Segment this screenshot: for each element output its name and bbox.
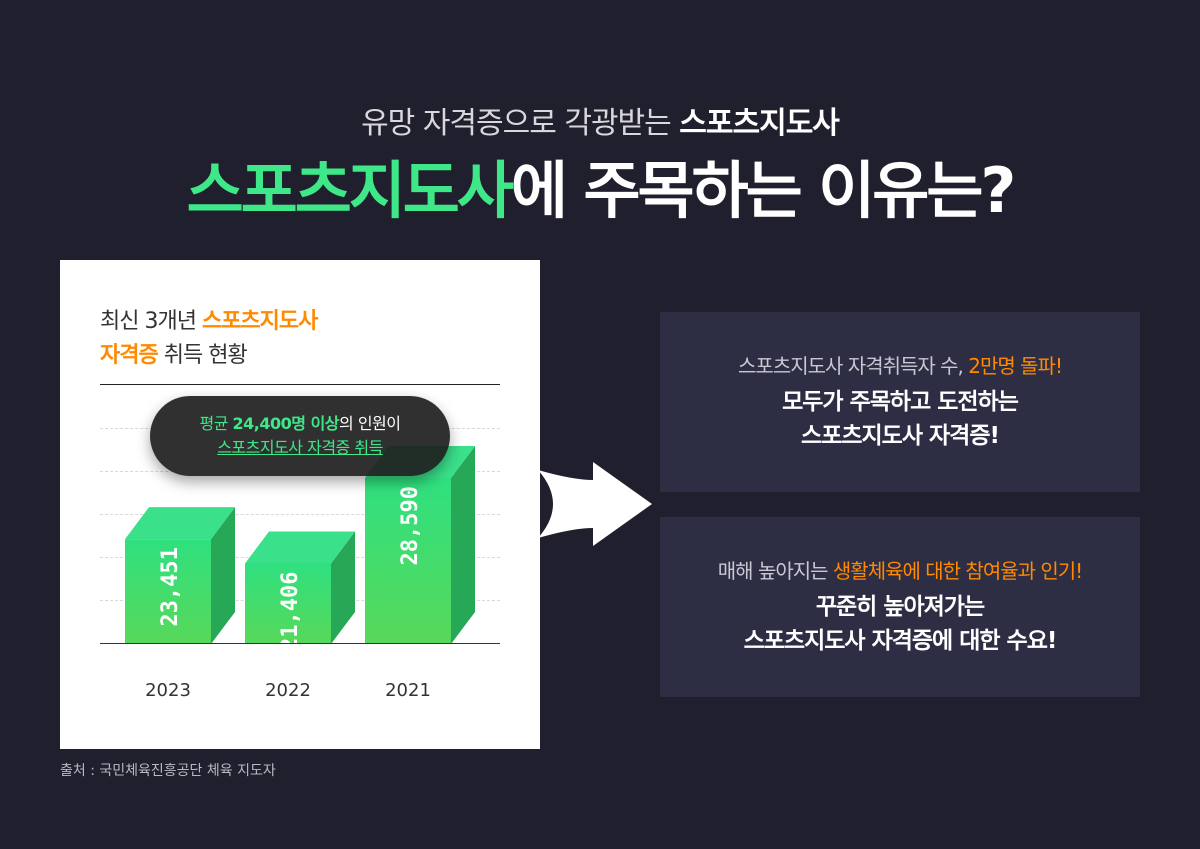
callout-text: 평균 bbox=[199, 414, 233, 433]
chart-card: 최신 3개년 스포츠지도사 자격증 취득 현황 23,451 21,406 28,5… bbox=[60, 260, 540, 749]
bar-value-label: 28,590 bbox=[398, 486, 423, 565]
gridline bbox=[100, 514, 500, 515]
subtitle: 유망 자격증으로 각광받는 스포츠지도사 bbox=[0, 98, 1200, 142]
callout-highlight: 24,400명 이상 bbox=[232, 414, 340, 433]
chart-title-text: 최신 3개년 bbox=[100, 309, 202, 334]
source-note: 출처 : 국민체육진흥공단 체육 지도자 bbox=[60, 763, 276, 779]
bar-chart: 23,451 21,406 28,590 bbox=[125, 445, 475, 651]
bar-side bbox=[331, 531, 355, 644]
chart-title: 최신 3개년 스포츠지도사 자격증 취득 현황 bbox=[100, 305, 318, 373]
info-highlight: 생활체육에 대한 참여율과 인기! bbox=[832, 559, 1083, 583]
bar-side bbox=[211, 507, 235, 644]
page-title: 스포츠지도사에 주목하는 이유는? bbox=[0, 140, 1200, 230]
average-callout: 평균 24,400명 이상의 인원이 스포츠지도사 자격증 취득 bbox=[150, 396, 450, 476]
bar-value-label: 23,451 bbox=[158, 547, 183, 626]
chart-title-text: 취득 현황 bbox=[157, 343, 248, 368]
x-tick-label: 2022 bbox=[265, 680, 311, 701]
info-text: 스포츠지도사 자격취득자 수, bbox=[738, 354, 969, 378]
callout-text: 의 인원이 bbox=[339, 414, 401, 433]
bar-front bbox=[125, 539, 211, 644]
title-highlight: 스포츠지도사 bbox=[186, 154, 514, 227]
baseline bbox=[100, 643, 500, 644]
info-heading: 꾸준히 높아져가는 bbox=[815, 594, 985, 620]
bar-top bbox=[125, 507, 235, 540]
subtitle-text: 유망 자격증으로 각광받는 bbox=[361, 106, 680, 141]
chart-title-highlight: 스포츠지도사 bbox=[201, 309, 318, 334]
x-tick-label: 2021 bbox=[385, 680, 431, 701]
bar-front bbox=[245, 563, 331, 644]
info-text: 매해 높아지는 bbox=[717, 559, 833, 583]
bar-top bbox=[245, 531, 355, 564]
callout-text: 스포츠지도사 자격증 취득 bbox=[217, 438, 383, 457]
bar-2023: 23,451 bbox=[125, 507, 235, 644]
bar-front bbox=[365, 477, 451, 644]
bar-2022: 21,406 bbox=[245, 531, 355, 651]
title-text: 에 주목하는 이유는? bbox=[510, 154, 1016, 227]
info-heading: 스포츠지도사 자격증! bbox=[801, 423, 1000, 449]
info-highlight: 2만명 돌파! bbox=[968, 354, 1063, 378]
divider bbox=[100, 384, 500, 385]
x-tick-label: 2023 bbox=[145, 680, 191, 701]
subtitle-highlight: 스포츠지도사 bbox=[679, 106, 840, 141]
bar-value-label: 21,406 bbox=[278, 571, 303, 650]
bar-side bbox=[451, 445, 475, 644]
arrow-icon bbox=[538, 462, 652, 546]
chart-title-highlight: 자격증 bbox=[100, 343, 159, 368]
info-heading: 스포츠지도사 자격증에 대한 수요! bbox=[743, 628, 1058, 654]
info-heading: 모두가 주목하고 도전하는 bbox=[782, 389, 1019, 415]
